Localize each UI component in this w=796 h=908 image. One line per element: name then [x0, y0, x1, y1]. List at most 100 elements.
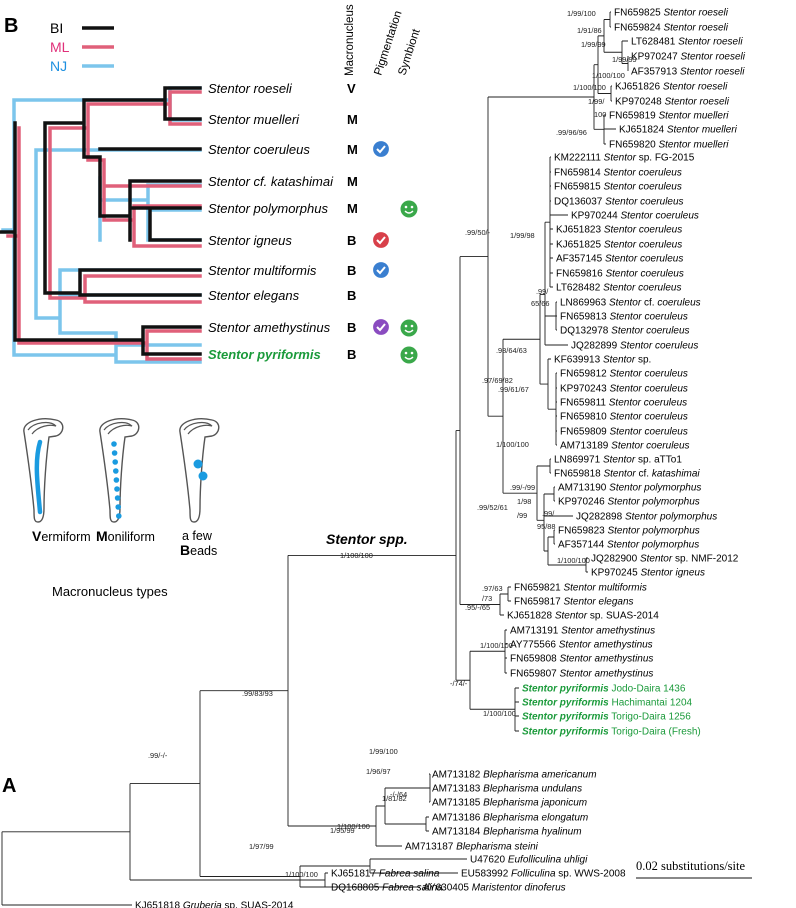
accession: FN659825	[614, 8, 661, 19]
taxon-label: JQ282900 Stentor sp. NMF-2012	[591, 554, 739, 565]
species-extra: sp. FG-2015	[639, 153, 695, 164]
species-name: Stentor coeruleus	[609, 369, 687, 380]
macronucleus-bead	[115, 504, 121, 510]
species-name: Stentor coeruleus	[605, 197, 683, 208]
accession: FN659824	[614, 23, 661, 34]
species-name: Blepharisma americanum	[483, 770, 596, 781]
accession: JQ282900	[591, 554, 638, 565]
type-moniliform: Moniliform	[96, 528, 155, 544]
taxon-label: KP970247 Stentor roeseli	[631, 52, 746, 63]
accession: FN659817	[514, 597, 561, 608]
moniliform-cell	[99, 418, 140, 523]
taxon-name: Stentor roeseli	[208, 81, 293, 96]
accession: KJ651824	[619, 125, 664, 136]
species-name: Stentor roeseli	[665, 97, 730, 108]
species-extra: sp.	[638, 355, 651, 366]
accession: FN659811	[560, 398, 606, 409]
species-name: Stentor	[609, 298, 642, 309]
species-name: Stentor coeruleus	[609, 427, 687, 438]
type-beads-line1: a few	[182, 529, 213, 543]
species-name: Stentor muelleri	[658, 111, 729, 122]
taxon-label: FN659815 Stentor coeruleus	[554, 182, 682, 193]
taxon-label: EU583992 Folliculina sp. WWS-2008	[461, 869, 626, 880]
species-extra: sp. WWS-2008	[558, 869, 626, 880]
accession: AM713184	[432, 827, 481, 838]
species-name: Stentor igneus	[641, 568, 706, 579]
taxon-name: Stentor polymorphus	[208, 201, 328, 216]
bi-tree	[0, 86, 202, 356]
taxon-label: LN869963 Stentor cf. coeruleus	[560, 298, 701, 309]
species-name: Blepharisma steini	[456, 842, 538, 853]
macronucleus-type: V	[347, 81, 356, 96]
accession: AY630405	[423, 883, 469, 894]
support-value: 1/99/100	[567, 9, 596, 18]
pigment-check-icon	[371, 230, 391, 250]
accession: KJ651817	[331, 869, 376, 880]
taxon-label: AM713191 Stentor amethystinus	[510, 626, 655, 637]
support-value: .97/69/82	[482, 376, 513, 385]
species-name: Fabrea salina	[379, 869, 440, 880]
taxon-name: Stentor amethystinus	[208, 320, 331, 335]
taxon-label: DQ168805 Fabrea salina	[331, 883, 443, 894]
accession: AM713182	[432, 770, 481, 781]
support-value: 1/100/100	[573, 83, 606, 92]
taxon-label: FN659809 Stentor coeruleus	[560, 427, 688, 438]
accession: FN659818	[554, 469, 601, 480]
support-value: .97/63	[482, 584, 503, 593]
taxon-label: DQ136037 Stentor coeruleus	[554, 197, 684, 208]
scale-bar: 0.02 substitutions/site	[636, 859, 752, 879]
legend-nj-label: NJ	[50, 58, 67, 74]
accession: KP970247	[631, 52, 678, 63]
taxon-label: KJ651817 Fabrea salina	[331, 869, 440, 880]
taxon-name: Stentor cf. katashimai	[208, 174, 334, 189]
taxon-label: FN659825 Stentor roeseli	[614, 8, 729, 19]
taxon-name: Stentor coeruleus	[208, 142, 310, 157]
support-value: 1/81/82	[382, 794, 407, 803]
symbiont-icon	[400, 346, 418, 364]
taxon-label: FN659818 Stentor cf. katashimai	[554, 469, 700, 480]
species-name: Stentor coeruleus	[603, 168, 681, 179]
taxon-label: AM713185 Blepharisma japonicum	[432, 798, 587, 809]
support-value: -/-/64	[390, 790, 407, 799]
macronucleus-type: M	[347, 142, 358, 157]
taxon-label: FN659814 Stentor coeruleus	[554, 168, 682, 179]
taxon-label: FN659816 Stentor coeruleus	[556, 269, 684, 280]
species-name: Stentor	[604, 153, 637, 164]
check-mark-icon	[376, 145, 386, 154]
support-value: 1/98	[517, 497, 531, 506]
species-name: Maristentor dinoferus	[472, 883, 566, 894]
accession: KJ651825	[556, 240, 601, 251]
taxon-label: FN659811 Stentor coeruleus	[560, 398, 687, 409]
species-name: Fabrea salina	[382, 883, 443, 894]
accession: LN869971	[554, 455, 601, 466]
taxon-label: AM713182 Blepharisma americanum	[432, 770, 597, 781]
bead-2	[198, 471, 208, 481]
macronucleus-bead	[116, 513, 122, 519]
taxon-label: U47620 Eufolliculina uhligi	[470, 855, 588, 866]
species-name: Stentor polymorphus	[625, 512, 717, 523]
species-name: Stentor coeruleus	[603, 283, 681, 294]
taxon-label: FN659817 Stentor elegans	[514, 597, 634, 608]
check-mark-icon	[376, 236, 386, 245]
species-name: Stentor pyriformis	[522, 684, 609, 695]
support-value: 1/91/86	[577, 26, 602, 35]
species-name: Stentor roeseli	[681, 52, 746, 63]
species-name: Blepharisma hyalinum	[483, 827, 581, 838]
species-name: Stentor coeruleus	[603, 182, 681, 193]
taxon-label: FN659808 Stentor amethystinus	[510, 654, 653, 665]
accession: KJ651823	[556, 225, 601, 236]
support-value: 1/100/100	[592, 71, 625, 80]
support-value: 1/100/100	[557, 556, 590, 565]
bead-1	[193, 459, 203, 469]
type-beads: Beads	[180, 542, 217, 558]
accession: KF639913	[554, 355, 601, 366]
symbiont-eye-icon	[404, 351, 408, 355]
macronucleus-bead	[113, 468, 119, 474]
species-name: Stentor	[555, 611, 588, 622]
taxon-name: Stentor multiformis	[208, 263, 317, 278]
support-value: /99	[517, 511, 527, 520]
species-name: Stentor muelleri	[658, 140, 729, 151]
taxon-name: Stentor igneus	[208, 233, 292, 248]
accession: KJ651818	[135, 901, 180, 908]
